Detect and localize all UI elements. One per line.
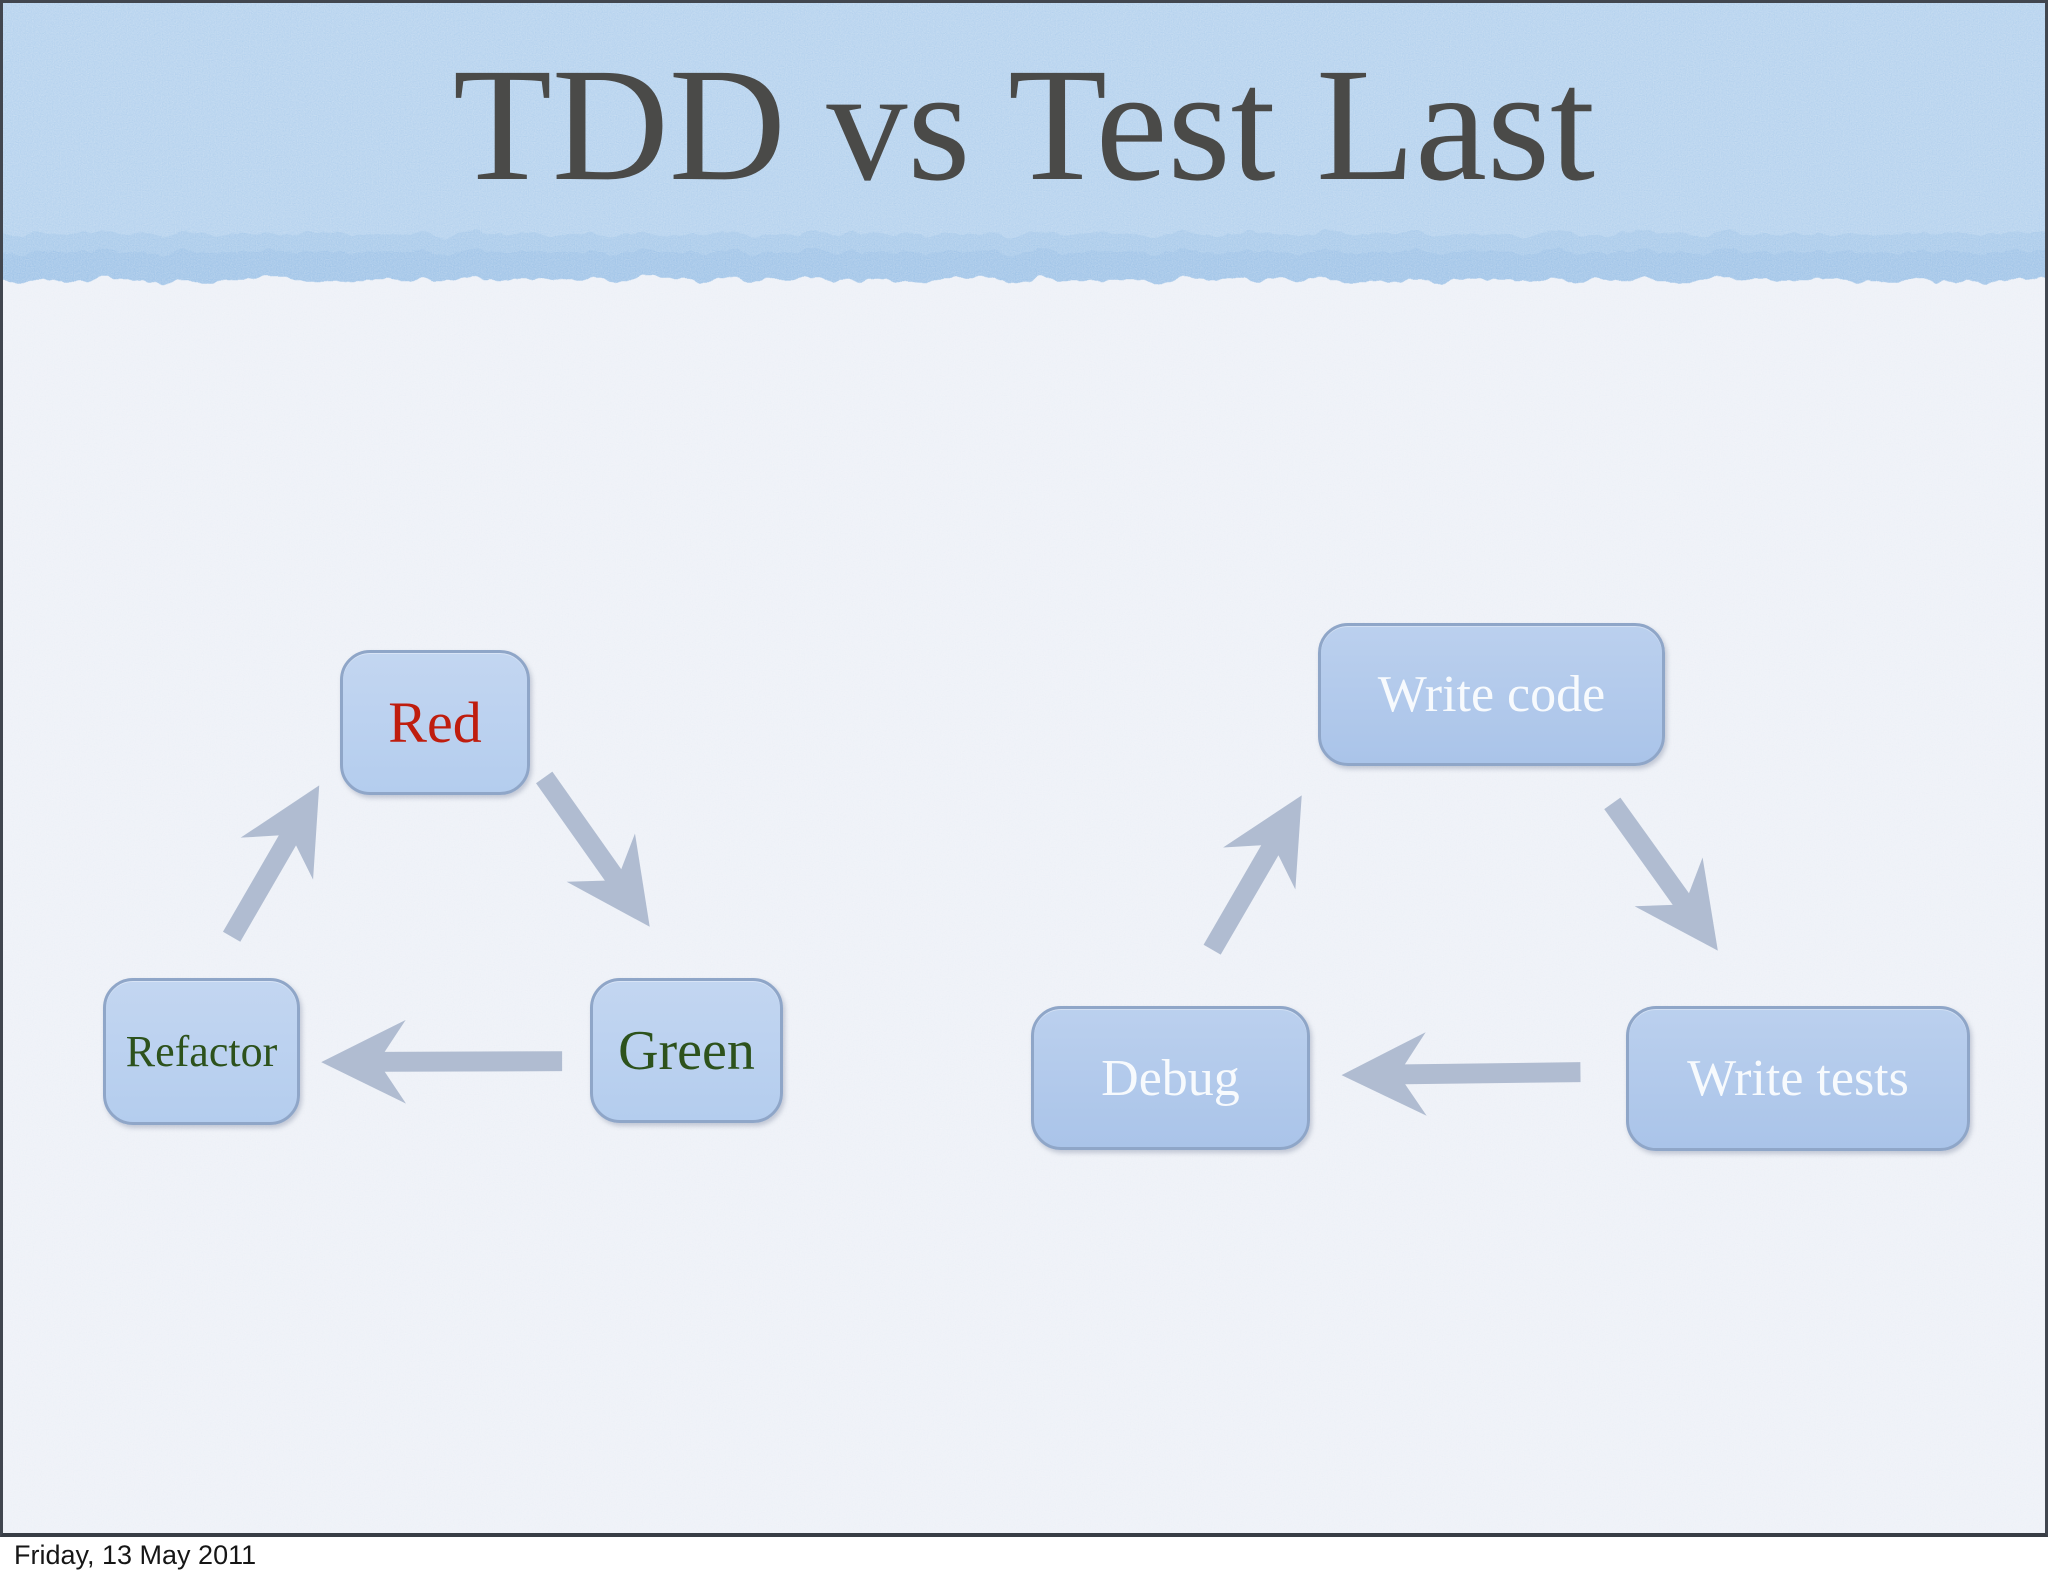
- node-red: Red: [340, 650, 530, 795]
- arrow-debug-to-write-code: [1203, 795, 1302, 955]
- node-debug: Debug: [1031, 1006, 1310, 1150]
- node-green: Green: [590, 978, 783, 1123]
- arrow-refactor-to-red: [222, 785, 320, 942]
- arrow-write-tests-to-debug: [1341, 1032, 1581, 1116]
- slide-title: TDD vs Test Last: [452, 36, 1596, 215]
- arrows: [222, 771, 1718, 1116]
- node-label: Write tests: [1687, 1050, 1909, 1107]
- node-label: Green: [618, 1019, 755, 1082]
- footer-date: Friday, 13 May 2011: [14, 1540, 257, 1570]
- arrow-green-to-refactor: [321, 1019, 563, 1104]
- arrow-write-code-to-write-tests: [1604, 797, 1718, 951]
- node-write-code: Write code: [1318, 623, 1665, 766]
- node-label: Write code: [1377, 666, 1606, 723]
- node-label: Debug: [1101, 1049, 1240, 1107]
- node-label: Refactor: [125, 1027, 278, 1076]
- node-write-tests: Write tests: [1626, 1006, 1970, 1151]
- arrow-red-to-green: [536, 771, 650, 927]
- footer-band: Friday, 13 May 2011: [0, 1537, 2048, 1576]
- node-label: Red: [388, 690, 482, 755]
- node-refactor: Refactor: [103, 978, 300, 1125]
